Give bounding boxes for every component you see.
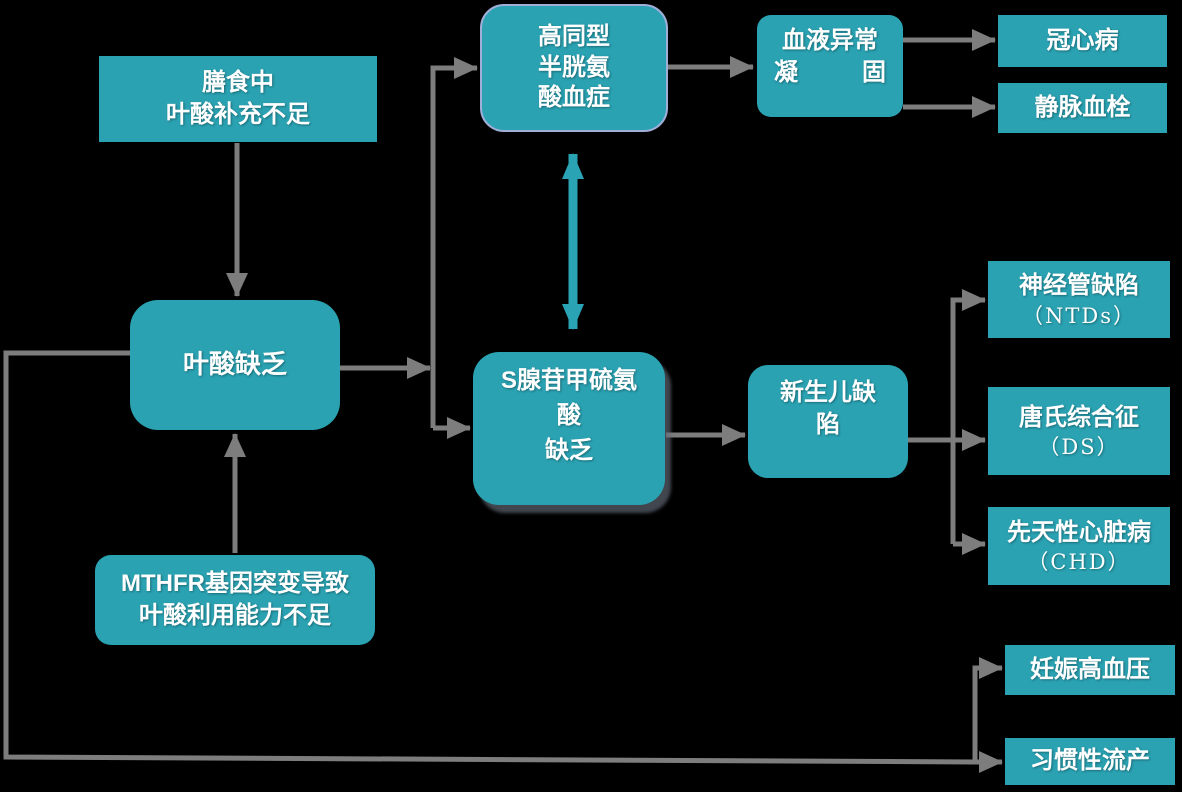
node-label: S腺苷甲硫氨 酸 缺乏 — [500, 367, 637, 464]
node-label: MTHFR基因突变导致 叶酸利用能力不足 — [121, 569, 349, 629]
node-label-row: 凝 固 — [774, 57, 886, 89]
node-habitual-abortion: 习惯性流产 — [1005, 738, 1175, 785]
node-down-syndrome: 唐氏综合征 （DS） — [988, 387, 1170, 475]
node-venous-thrombosis: 静脉血栓 — [998, 83, 1167, 133]
node-hyperhomocysteinemia: 高同型 半胱氨 酸血症 — [480, 4, 668, 132]
node-neural-tube-defects: 神经管缺陷 （NTDs） — [988, 261, 1170, 338]
node-abnormal-coagulation: 血液异常 凝 固 — [757, 15, 903, 117]
node-sub-label: （NTDs） — [1022, 303, 1136, 328]
node-label: 高同型 半胱氨 酸血症 — [538, 22, 610, 112]
node-sub-label: （CHD） — [1027, 550, 1131, 575]
node-label: 妊娠高血压 — [1030, 655, 1150, 683]
path-branch-to-hhcy — [430, 57, 478, 428]
node-label: 叶酸缺乏 — [182, 349, 287, 380]
node-sub-label: （DS） — [1038, 435, 1120, 460]
node-pregnancy-hypertension: 妊娠高血压 — [1005, 645, 1175, 695]
node-label: 新生儿缺 陷 — [780, 379, 876, 439]
node-label: 习惯性流产 — [1030, 747, 1150, 775]
node-label: 静脉血栓 — [1034, 93, 1131, 121]
node-label-left: 凝 — [774, 59, 798, 87]
node-label-right: 固 — [862, 59, 886, 87]
node-label: 冠心病 — [1046, 26, 1119, 54]
path-loop-to-hypertension — [972, 657, 1003, 762]
node-mthfr-mutation: MTHFR基因突变导致 叶酸利用能力不足 — [95, 555, 375, 645]
node-label: 血液异常 — [782, 27, 878, 54]
path-branch2-to-ntd — [950, 289, 986, 544]
node-label: 唐氏综合征 — [1019, 403, 1139, 431]
node-coronary-heart-disease: 冠心病 — [998, 15, 1167, 67]
node-label: 神经管缺陷 — [1019, 272, 1139, 300]
node-label: 膳食中 叶酸补充不足 — [166, 68, 310, 128]
node-sam-deficiency: S腺苷甲硫氨 酸 缺乏 — [473, 352, 665, 505]
node-congenital-heart-disease: 先天性心脏病 （CHD） — [988, 507, 1170, 585]
path-folate-loop — [3, 350, 976, 765]
node-neonatal-defects: 新生儿缺 陷 — [748, 365, 908, 478]
node-folate-deficiency: 叶酸缺乏 — [130, 300, 340, 430]
node-dietary-folate-insufficient: 膳食中 叶酸补充不足 — [99, 56, 377, 142]
node-label: 先天性心脏病 — [1007, 518, 1151, 546]
